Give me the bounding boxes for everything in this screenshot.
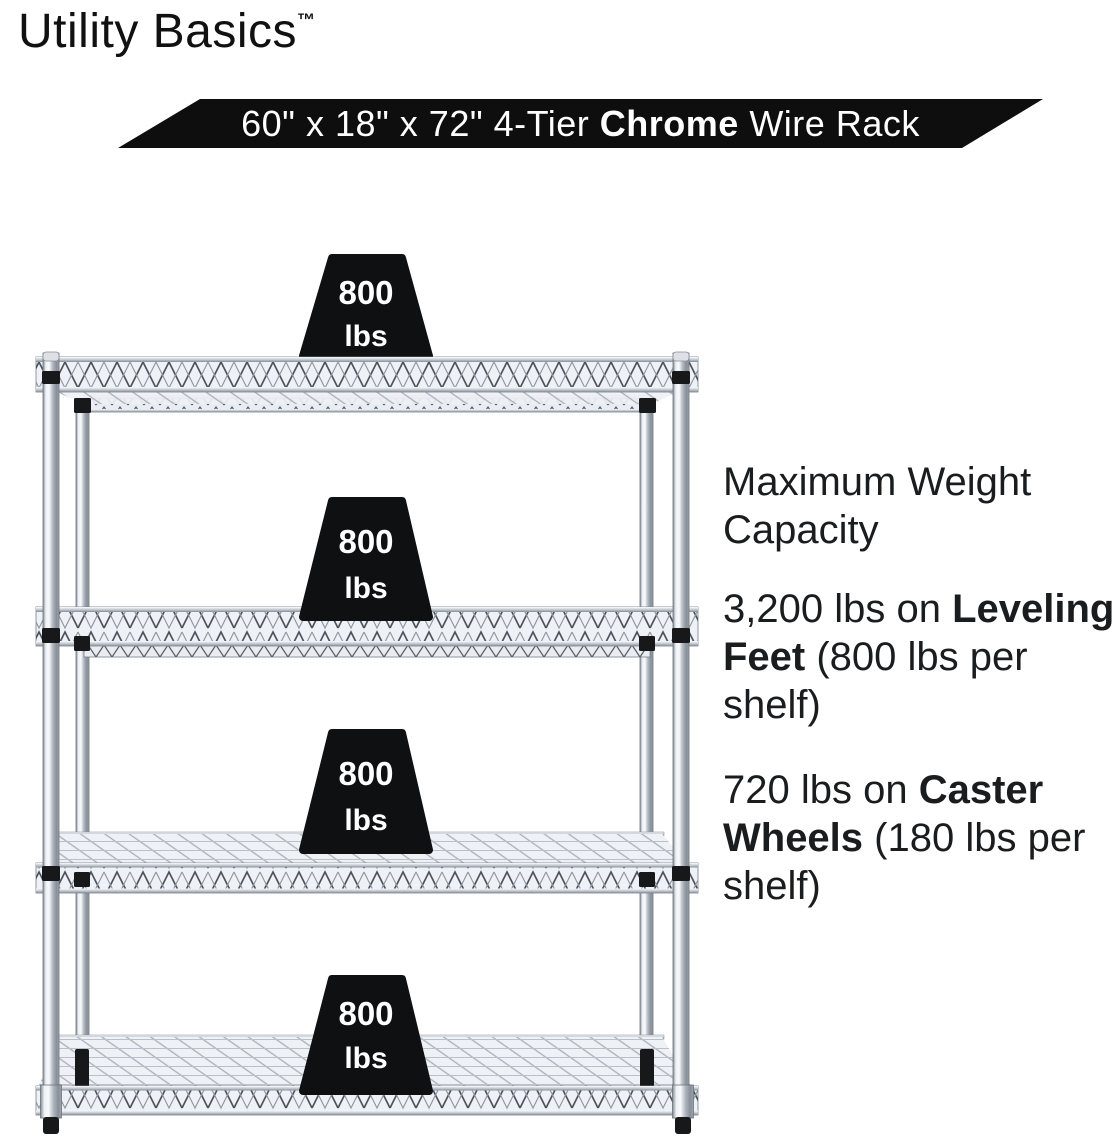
weight-badge-2: 800 lbs (299, 497, 433, 621)
post-front-right (672, 352, 690, 1119)
title-banner: 60" x 18" x 72" 4-Tier Chrome Wire Rack (118, 99, 1043, 148)
leveling-foot-front-left (43, 1117, 59, 1134)
spec-heading-line2: Capacity (723, 508, 879, 552)
shelf-1-front-band (35, 356, 699, 393)
post-back-left (75, 398, 90, 1088)
leveling-foot-back-left (75, 1049, 89, 1087)
product-title: 60" x 18" x 72" 4-Tier Chrome Wire Rack (241, 103, 920, 145)
brand-logo: Utility Basics™ (18, 4, 315, 59)
weight-value: 800 (338, 274, 393, 311)
leveling-foot-front-right (675, 1117, 691, 1134)
title-suffix: Wire Rack (738, 102, 920, 144)
foot-sleeve-left (40, 1084, 62, 1119)
brand-name: Utility Basics (18, 5, 298, 58)
leveling-spec-line2: Feet (800 lbs per (723, 635, 1028, 679)
caster-spec-line2: Wheels (180 lbs per (723, 816, 1086, 860)
front-feet (40, 1084, 694, 1134)
shelf-collars (42, 371, 690, 887)
title-dimensions: 60" x 18" x 72" 4-Tier (241, 102, 600, 144)
post-front-left (42, 352, 60, 1119)
leveling-spec-line3: shelf) (723, 683, 821, 727)
post-back-right (639, 398, 654, 1088)
front-posts (42, 351, 690, 1119)
shelf-3-front-band (35, 862, 699, 894)
weight-unit: lbs (344, 320, 387, 353)
shelf-1 (52, 390, 682, 413)
weight-value: 800 (338, 995, 393, 1032)
weight-badge-4: 800 lbs (299, 975, 433, 1095)
post-cap-right (672, 351, 690, 362)
weight-badge-1: 800 lbs (299, 254, 433, 360)
caster-spec-line3: shelf) (723, 864, 821, 908)
back-posts (75, 398, 654, 1088)
weight-value: 800 (338, 755, 393, 792)
post-cap-left (42, 351, 60, 362)
weight-unit: lbs (344, 1042, 387, 1075)
leveling-spec-line1: 3,200 lbs on Leveling (723, 587, 1115, 631)
weight-value: 800 (338, 523, 393, 560)
caster-spec-line1: 720 lbs on Caster (723, 768, 1044, 812)
foot-sleeve-right (672, 1084, 694, 1119)
spec-text-block: Maximum Weight Capacity 3,200 lbs on Lev… (723, 458, 1114, 910)
weight-unit: lbs (344, 572, 387, 605)
title-finish: Chrome (599, 102, 739, 144)
leveling-foot-back-right (640, 1049, 654, 1087)
trademark-symbol: ™ (297, 10, 316, 30)
weight-unit: lbs (344, 804, 387, 837)
spec-heading-line1: Maximum Weight (723, 460, 1032, 504)
weight-badge-3: 800 lbs (299, 729, 433, 854)
